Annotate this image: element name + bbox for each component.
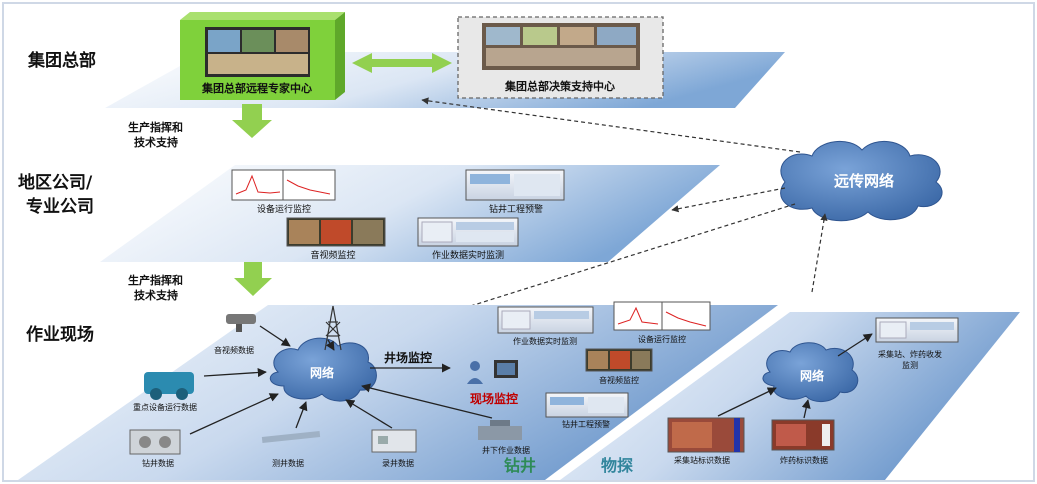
decision-support-center: 集团总部决策支持中心 <box>458 17 663 98</box>
field-equipment-label: 设备运行监控 <box>638 334 686 344</box>
remote-expert-center: 集团总部远程专家中心 <box>180 12 345 100</box>
station-explosive-label-1: 采集站、炸药收发 <box>878 349 942 359</box>
recording-data-label: 录井数据 <box>382 458 414 468</box>
station-tag-label: 采集站标识数据 <box>674 455 730 465</box>
exploration-network-label: 网络 <box>800 368 824 383</box>
field-av-label: 音视频监控 <box>599 375 639 385</box>
field-warning-label: 钻井工程预警 <box>562 419 610 429</box>
level-label-field: 作业现场 <box>26 324 94 345</box>
remote-expert-center-label: 集团总部远程专家中心 <box>201 81 312 95</box>
site-monitor-label: 现场监控 <box>470 391 518 406</box>
realtime-data-label: 作业数据实时监测 <box>432 249 504 261</box>
level-label-regional-2: 专业公司 <box>26 196 94 217</box>
field-realtime-label: 作业数据实时监测 <box>513 336 577 346</box>
command2-label-line1: 生产指挥和 <box>128 273 183 287</box>
level-label-regional-1: 地区公司/ <box>18 172 93 193</box>
av-monitor-label: 音视频监控 <box>310 249 355 261</box>
key-equipment-data-label: 重点设备运行数据 <box>133 402 197 412</box>
level-label-hq: 集团总部 <box>27 50 96 71</box>
command-label-line2: 技术支持 <box>134 135 178 149</box>
realtime-data-screen: 作业数据实时监测 <box>418 218 518 261</box>
explosive-tag-label: 炸药标识数据 <box>780 455 828 465</box>
drilling-label: 钻井 <box>504 456 536 475</box>
drilling-warning-label: 钻井工程预警 <box>489 203 543 215</box>
exploration-network-cloud: 网络 <box>763 343 858 402</box>
wellsite-monitor-label: 井场监控 <box>384 350 432 365</box>
station-explosive-label-2: 监测 <box>902 360 918 370</box>
command2-label-line2: 技术支持 <box>134 288 178 302</box>
equipment-monitor-label: 设备运行监控 <box>257 203 311 215</box>
decision-support-center-label: 集团总部决策支持中心 <box>504 79 615 93</box>
av-data-label: 音视频数据 <box>214 345 254 355</box>
downhole-data-label: 井下作业数据 <box>482 445 530 455</box>
remote-network-label: 远传网络 <box>834 172 894 190</box>
drilling-data-label: 钻井数据 <box>142 458 174 468</box>
drilling-network-label: 网络 <box>310 365 334 380</box>
explosive-tag-photo: 炸药标识数据 <box>772 420 834 465</box>
command-label-line1: 生产指挥和 <box>128 120 183 134</box>
logging-data-label: 测井数据 <box>272 458 304 468</box>
exploration-label: 物探 <box>601 456 633 475</box>
